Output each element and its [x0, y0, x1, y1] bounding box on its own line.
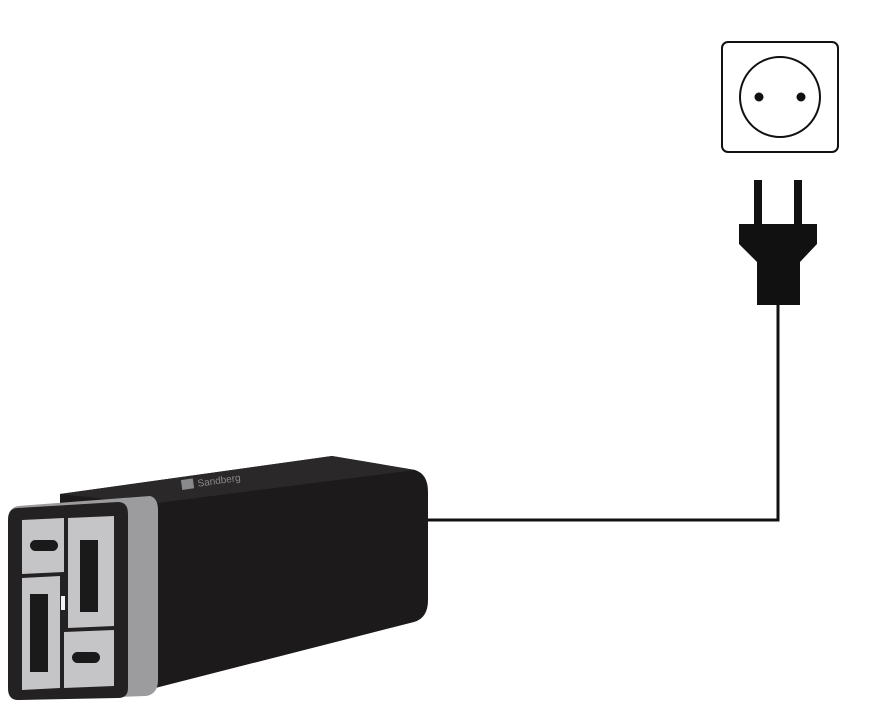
plug-body: [739, 224, 817, 305]
wall-outlet-icon: [721, 41, 839, 153]
usb-charger-icon: Sandberg: [8, 456, 428, 700]
plug-pin-left: [754, 180, 762, 228]
usb-c-port-top: [30, 540, 58, 551]
outlet-hole-right: [796, 92, 806, 102]
usb-a-port-left: [30, 594, 48, 672]
outlet-hole-left: [754, 92, 764, 102]
plug-pin-right: [794, 180, 802, 228]
usb-c-port-bottom: [72, 652, 100, 663]
outlet-socket: [739, 56, 821, 138]
indicator-led: [61, 596, 65, 610]
usb-a-port-right: [80, 540, 98, 612]
power-plug-icon: [739, 180, 817, 305]
brand-logo-mark: [180, 478, 195, 490]
charger-top: [60, 456, 415, 504]
power-cable: [420, 305, 780, 522]
